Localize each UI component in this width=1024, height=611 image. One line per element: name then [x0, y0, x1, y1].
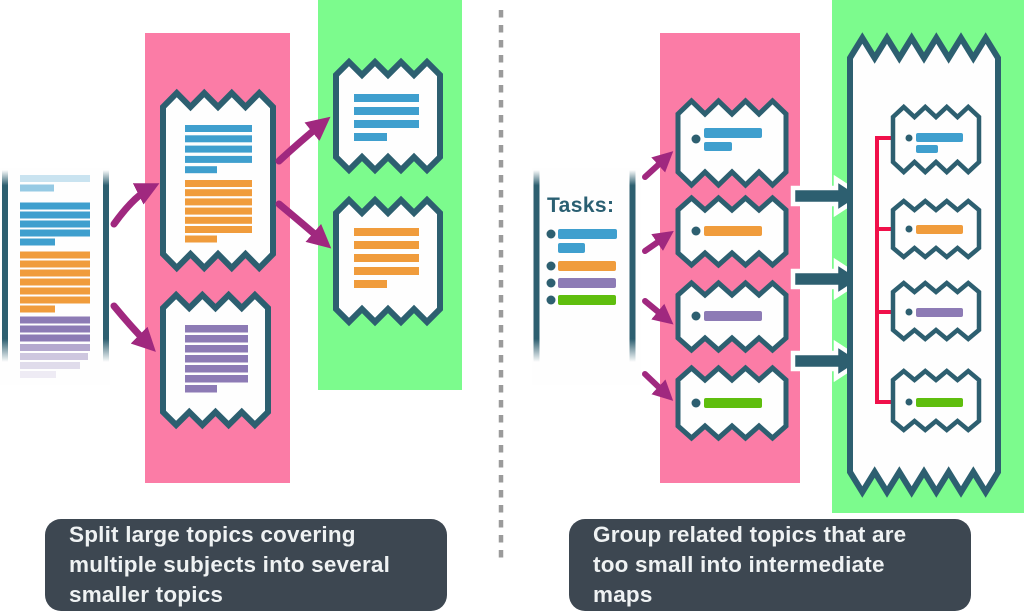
tree-connector — [875, 136, 893, 404]
intermediate-map-doc-icon — [847, 32, 1001, 498]
tasks-doc-title: Tasks: — [547, 194, 614, 217]
group-arrow-icons — [642, 151, 674, 401]
split-doc2-lines — [185, 325, 248, 393]
split-topic-doc-icon — [160, 88, 276, 273]
map-topic-card-icon — [890, 103, 982, 176]
small-topic-doc-icon — [333, 195, 443, 327]
split-arrow-icon — [275, 116, 331, 165]
large-source-doc-icon — [0, 168, 110, 385]
right-caption: Group related topics that are too small … — [569, 519, 971, 611]
group-arrow-icon — [642, 230, 674, 254]
split-arrow-icon — [110, 183, 160, 228]
map-topic-card-icon — [890, 368, 982, 433]
green-panel — [318, 0, 462, 390]
topic-card-icon — [675, 279, 789, 354]
map-topic-card-icon — [890, 280, 982, 342]
group-arrow-icon — [642, 371, 674, 401]
right-example: Tasks: — [532, 0, 1024, 513]
split-arrow-icon — [275, 200, 332, 249]
split-topic-doc-icon — [160, 290, 271, 430]
group-arrow-icon — [642, 298, 674, 325]
split-doc1-lines — [185, 125, 252, 243]
left-caption-text: Split large topics covering multiple sub… — [69, 522, 391, 607]
tasks-doc-icon: Tasks: — [532, 168, 641, 385]
left-caption: Split large topics covering multiple sub… — [45, 519, 447, 611]
split-arrow-icon — [110, 302, 156, 352]
topic-card-icon — [675, 194, 789, 269]
source-doc-lines — [20, 175, 90, 378]
topic-card-icon — [675, 97, 789, 189]
tasks-bullet-list — [546, 229, 617, 305]
topic-card-icon — [675, 364, 789, 442]
split-arrow-icons — [110, 116, 332, 352]
right-caption-text: Group related topics that are too small … — [593, 522, 907, 607]
group-arrow-icon — [642, 151, 674, 180]
small-topic-doc-icon — [333, 57, 443, 175]
map-topic-card-icon — [890, 198, 982, 260]
left-example — [0, 0, 462, 483]
